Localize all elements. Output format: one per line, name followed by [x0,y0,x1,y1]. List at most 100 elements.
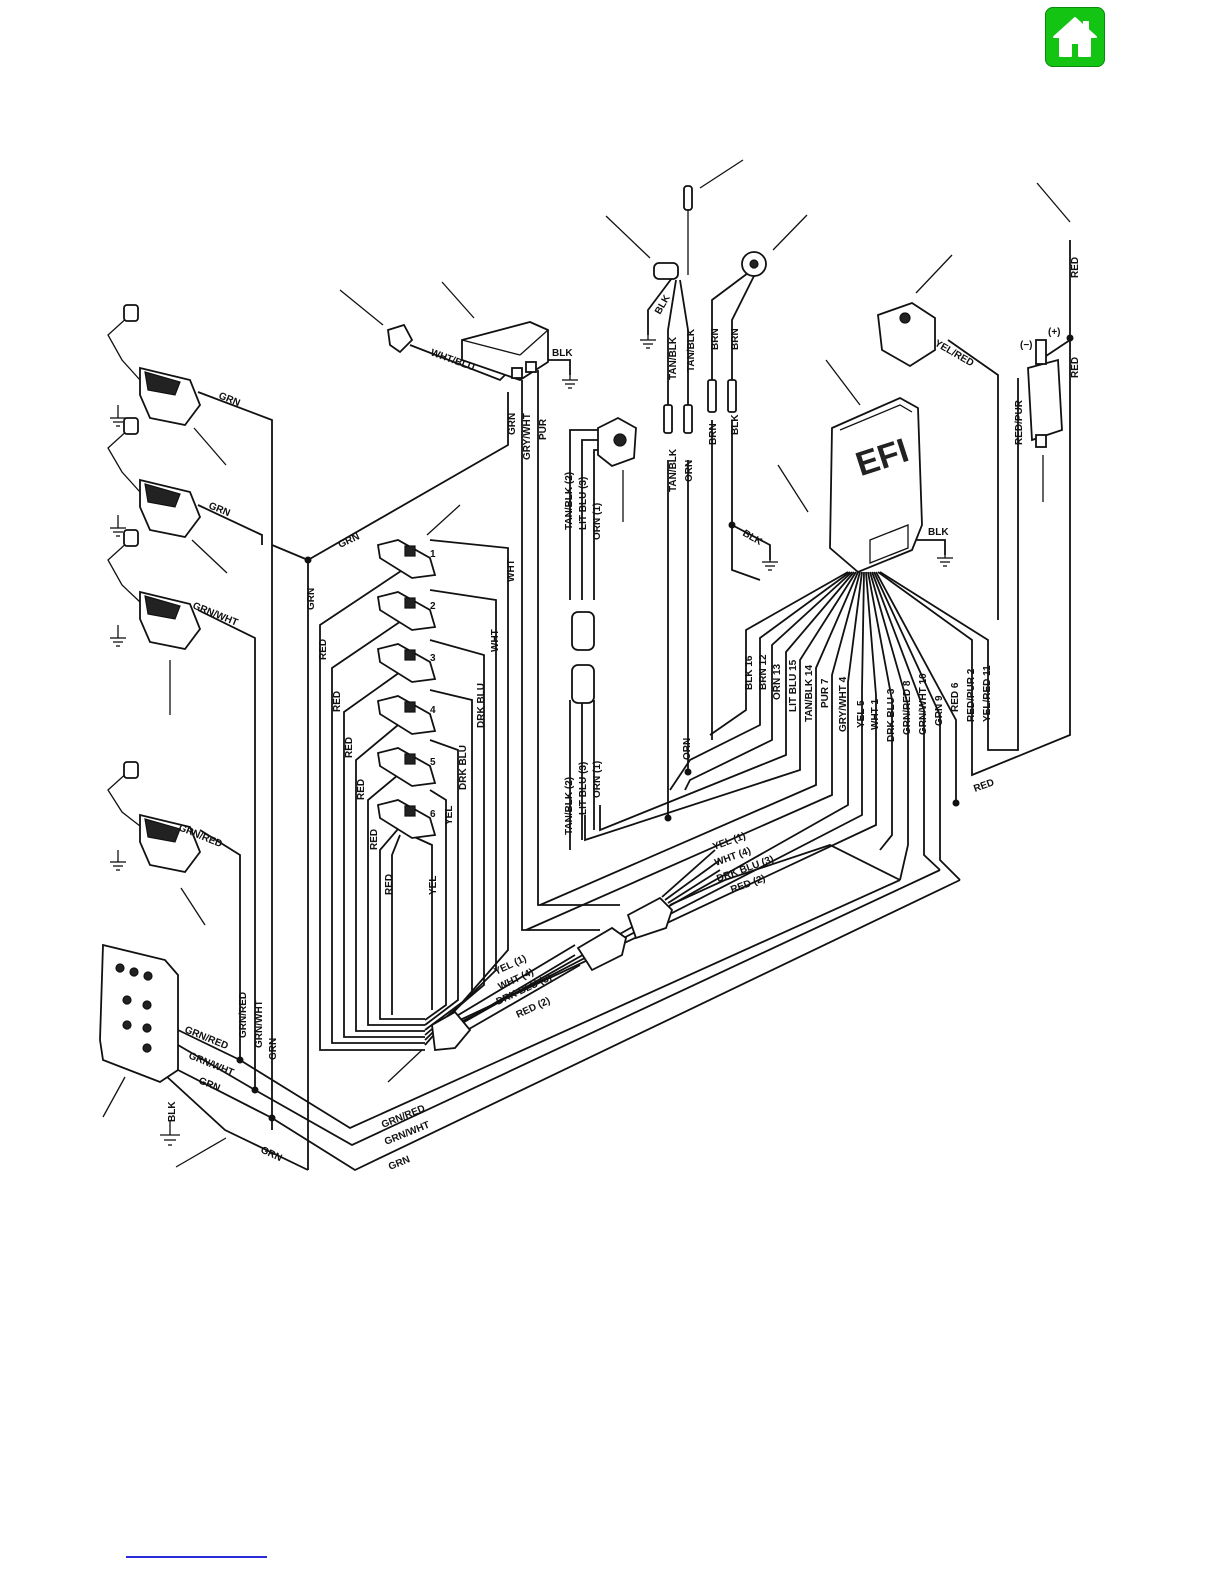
ecu-pin-label: WHT 1 [870,698,881,730]
wire-label: RED [356,779,367,800]
injector-number: 3 [430,653,436,664]
footer-link-underline[interactable] [126,1556,267,1558]
wire-label: BRN [708,423,719,445]
ecu-pin-label: GRN/RED 8 [902,680,913,735]
wire-label: RED [318,639,329,660]
leader-lines [102,159,1071,1168]
ecu-pin-label: RED/PUR 2 [966,668,977,722]
home-icon [1053,17,1097,57]
wire-label: GRY/WHT [522,413,533,460]
wire-label: GRN [197,1076,222,1095]
injector-number: 1 [430,549,436,560]
splice-dots [236,334,1074,1122]
ignition-coil [107,529,202,650]
ecu-pin-label: BRN 12 [758,654,769,690]
fuel-injector: 1 [376,539,437,579]
ground-icon [562,375,578,389]
wire-label: DRK BLU [476,683,487,728]
fuel-injector: 3 [376,643,437,683]
injector-number: 5 [430,757,436,768]
wire-label: TAN/BLK [686,328,697,372]
fuel-injectors: 1 2 3 4 5 6 [376,539,437,839]
ecu-pin-label: GRY/WHT 4 [838,676,849,732]
crank-sensor [387,323,414,354]
wire-label: GRN/RED [238,992,249,1038]
temperature-sensor [653,185,693,280]
wire-label: RED/PUR [1014,399,1025,445]
connector-pins [663,379,737,434]
ecu-pin-label: YEL 5 [856,700,867,728]
ground-icon [640,335,656,349]
wires [164,240,1071,1172]
injector-number: 6 [430,809,436,820]
wire-label: GRN [306,588,317,610]
wire-label: GRN [268,1038,279,1060]
ecu-pin-label: PUR 7 [820,678,831,708]
fuel-injector: 6 [376,799,437,839]
wire-label: GRN [507,413,518,435]
wire-label: (−) [1020,340,1033,351]
ecu-pin-label: GRN/WHT 10 [918,673,929,735]
ecu-pin-label: YEL/RED 11 [982,665,993,722]
wire-label: GRN [387,1154,412,1173]
wire-label: GRN [217,391,242,410]
wire-label: ORN [682,738,693,760]
wire-label: RED [972,777,996,795]
wire-label: TAN/BLK [668,336,679,380]
ground-icon [110,405,126,427]
wire-label: GRN [337,531,362,550]
wire-label: PUR [538,418,549,440]
wire-label: TAN/BLK (2) [564,472,575,530]
ecu-pin-label: LIT BLU 15 [788,659,799,712]
wire-label: RED [384,874,395,895]
wire-label: BLK [167,1101,178,1122]
wire-label: BLK [552,348,573,359]
wire-label: GRN/WHT [254,1000,265,1048]
ground-icon [160,1120,180,1146]
ecu-pin-labels: BLK 16 BRN 12 ORN 13 LIT BLU 15 TAN/BLK … [744,654,993,742]
ecu-pin-label: TAN/BLK 14 [804,665,815,722]
wire-label: RED [1070,257,1081,278]
switch-box [99,943,179,1084]
wire-label: TAN/BLK [668,448,679,492]
ecu: EFI [829,396,923,574]
wire-label: RED [344,737,355,758]
ignition-coil [107,417,202,538]
tps-connector [571,611,595,704]
fuel-injector: 5 [376,747,437,787]
wire-label: ORN (1) [592,761,603,798]
wire-label: GRN/RED [183,1025,230,1052]
wire-label: (+) [1048,327,1061,338]
wire-label: ORN (1) [592,503,603,540]
idle-air-control [877,302,936,368]
wire-label: BRN [710,328,721,350]
ground-icon [110,625,126,647]
wire-label: RED [332,691,343,712]
ecu-pin-label: ORN 13 [772,663,783,700]
air-temp-sensor [741,251,767,277]
wire-label: WHT [490,629,501,652]
ignition-module [461,321,549,381]
ignition-coil [107,761,202,873]
ecu-pin-label: BLK 16 [744,655,755,690]
wire-label: WHT [506,559,517,582]
ground-icon [937,555,953,567]
wire-label: YEL [428,876,439,895]
fuel-pump [1027,339,1063,448]
wire-label: BLK [730,414,741,435]
wire-label: DRK BLU [458,745,469,790]
wire-label: RED [369,829,380,850]
ground-symbols [110,335,953,1146]
ground-icon [110,515,126,537]
fuel-injector: 4 [376,695,437,735]
injector-number: 2 [430,601,436,612]
home-button[interactable] [1045,7,1105,67]
wire-label: BRN [730,328,741,350]
wire-label: GRN [259,1145,284,1164]
injector-number: 4 [430,705,436,716]
wire-label: BLK [741,528,765,548]
wire-label: RED [1070,357,1081,378]
harness-connector [431,896,674,1051]
fuel-injector: 2 [376,591,437,631]
